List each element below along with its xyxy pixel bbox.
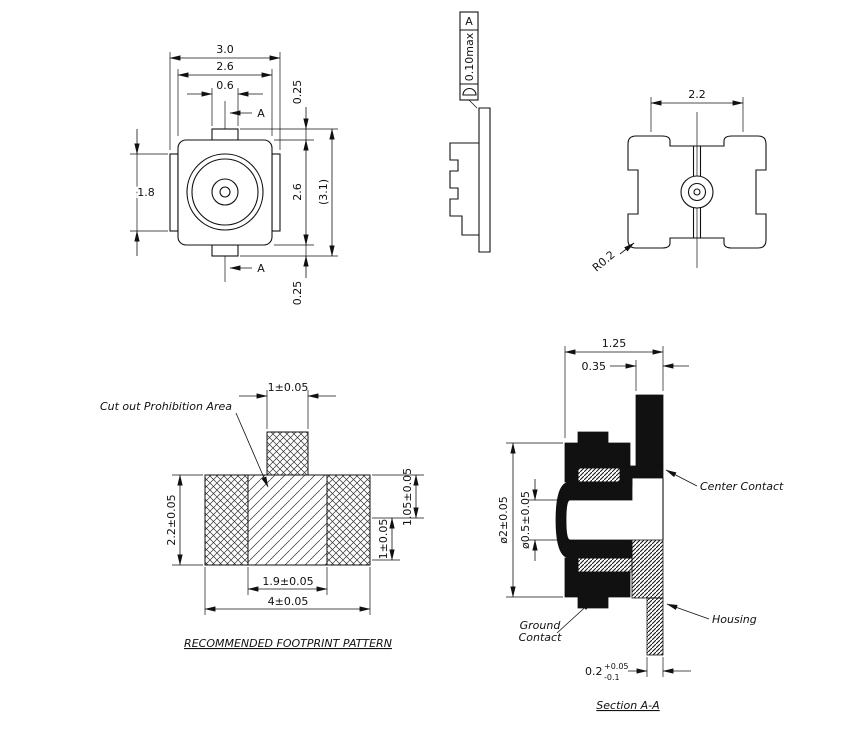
- center-contact-bend: [619, 465, 664, 479]
- dim-gap: 1.9±0.05: [262, 575, 313, 588]
- dim-lead: 0.35: [582, 360, 607, 373]
- dim-0-25-top: 0.25: [291, 80, 304, 105]
- dim-pad-height: 2.2±0.05: [165, 494, 178, 545]
- coax-outer-ring: [186, 153, 264, 231]
- back-view: 2.2 R0.2: [590, 88, 767, 274]
- frame-leader: [468, 99, 478, 109]
- housing-label: Housing: [712, 613, 757, 626]
- datum-label: A: [465, 15, 473, 28]
- dim-total-width: 4±0.05: [268, 595, 309, 608]
- back-outer-circle: [680, 175, 714, 209]
- footprint-view: Cut out Prohibition Area 1±0.05 2.2±0.05…: [100, 381, 424, 650]
- housing-post: [646, 597, 664, 656]
- section-view: 1.25 0.35 ø2±0.05 ø0.5±0.05 0.2 +0.05 -0…: [497, 337, 784, 712]
- back-center-dot: [693, 188, 701, 196]
- housing-leader: [666, 603, 710, 620]
- dim-0-25-bottom: 0.25: [291, 281, 304, 306]
- coax-inner-ring: [191, 158, 259, 226]
- callout-leader: [235, 412, 269, 488]
- flatness-tolerance-value: 0.10max: [463, 32, 476, 81]
- center-contact-label: Center Contact: [700, 480, 784, 493]
- center-contact-fold: [555, 481, 571, 559]
- housing-right: [631, 539, 664, 599]
- dim-3-0: 3.0: [216, 43, 234, 56]
- dim-depth: 1.25: [602, 337, 627, 350]
- prohibition-callout: Cut out Prohibition Area: [100, 400, 232, 413]
- footprint-caption: RECOMMENDED FOOTPRINT PATTERN: [184, 637, 392, 650]
- radius-leader: [619, 242, 635, 255]
- front-body-outline: [177, 139, 273, 246]
- dim-1-8: 1.8: [137, 186, 155, 199]
- back-mid-circle: [687, 182, 707, 202]
- front-view: A A 3.0 2.6 0.6 0.25 2.6: [130, 43, 338, 305]
- side-view: A 0.10max: [449, 11, 491, 253]
- section-caption: Section A-A: [596, 699, 659, 712]
- section-label-top: A: [257, 107, 265, 120]
- dim-standoff-tol-plus: +0.05: [604, 662, 629, 671]
- dim-right-inner: 1±0.05: [377, 519, 390, 560]
- ground-contact-leader: [556, 600, 593, 634]
- coax-center-pin: [219, 186, 231, 198]
- dim-3-1: (3.1): [317, 179, 330, 205]
- dim-shell-dia: ø2±0.05: [497, 496, 510, 543]
- front-bottom-tab: [211, 244, 239, 257]
- ground-pad-right: [326, 474, 371, 566]
- dim-signal-pad-width: 1±0.05: [268, 381, 309, 394]
- dim-2-2: 2.2: [688, 88, 706, 101]
- radius-callout: R0.2: [590, 248, 618, 274]
- center-contact-arm-bottom: [569, 539, 633, 559]
- side-profile-outline: [449, 107, 491, 253]
- dim-0-6: 0.6: [216, 79, 234, 92]
- front-left-tab: [169, 153, 179, 232]
- dim-2-6-width: 2.6: [216, 60, 234, 73]
- dim-2-6-height: 2.6: [291, 183, 304, 201]
- signal-pad: [266, 431, 309, 476]
- center-contact-leader: [665, 469, 698, 487]
- ground-contact-label-line2: Contact: [519, 631, 562, 644]
- dim-pin-dia: ø0.5±0.05: [519, 491, 532, 549]
- ground-pad-left: [204, 474, 249, 566]
- prohibition-area: [247, 474, 328, 566]
- center-contact-arm-top: [569, 481, 633, 501]
- coax-center-ring: [211, 178, 239, 206]
- front-top-tab: [211, 128, 239, 141]
- housing-lower: [577, 557, 633, 573]
- dim-standoff-tol-minus: -0.1: [604, 673, 620, 682]
- dim-standoff: 0.2: [585, 665, 603, 678]
- center-contact-lead: [635, 394, 664, 467]
- dim-right-outer: 1.05±0.05: [401, 468, 414, 526]
- section-label-bottom: A: [257, 262, 265, 275]
- profile-tolerance-icon: [462, 87, 477, 96]
- front-right-tab: [271, 153, 281, 232]
- ground-contact-label-line1: Ground: [520, 619, 562, 632]
